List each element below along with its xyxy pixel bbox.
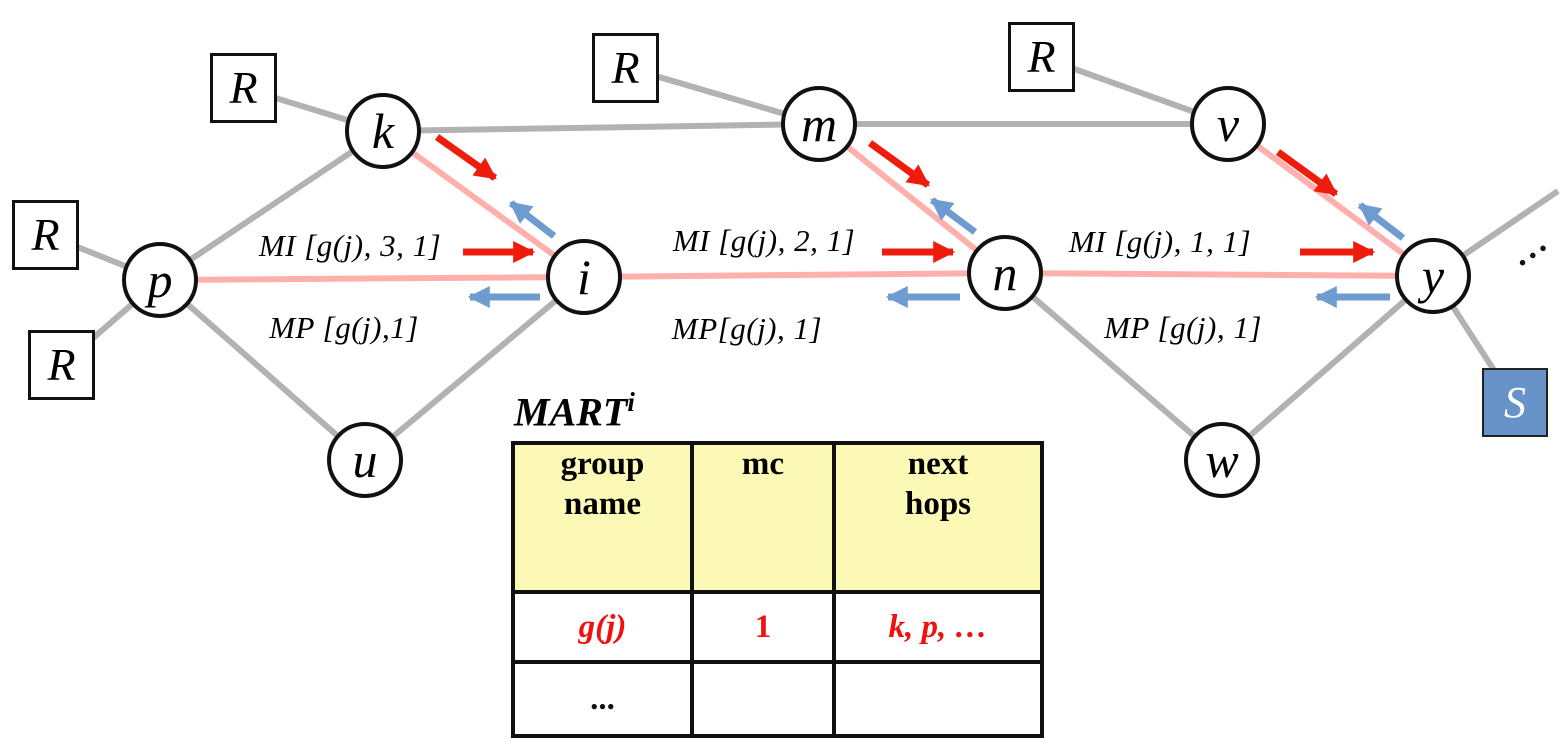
edge-p-u [158,277,367,463]
node-k-label: k [371,103,395,159]
node-p: p [122,242,198,318]
mp-arrows [467,197,1406,308]
mi-arrow-m-n [867,140,931,188]
header-next-hops: next hops [832,441,1044,594]
source-label: S [1504,377,1526,427]
source-box: S [1482,368,1548,437]
receiver-label: R [31,209,60,260]
edge-k-m [382,121,820,134]
mart-entry-row: g(j) 1 k, p, … [511,590,1044,664]
node-m: m [781,86,857,162]
mi-arrows [434,134,1376,263]
mp-label-i-n: MP[g(j), 1] [671,311,823,346]
header-group-name: group name [511,441,694,594]
mart-title-superscript: i [627,387,635,417]
mp-arrow-i-k [508,200,557,239]
cell-next-hops: k, p, … [832,590,1044,664]
edge-u-i [363,274,586,463]
receiver-box-2: R [12,200,79,270]
mart-ellipsis-row: ... [511,660,1044,738]
mart-header-row: group name mc next hops [511,441,1044,594]
mart-table-title: MARTi [514,387,635,435]
mi-label-n-y: MI [g(j), 1, 1] [1068,224,1252,259]
receiver-label: R [229,62,258,113]
node-u-label: u [352,432,378,488]
node-v: v [1190,86,1266,162]
receiver-label: R [611,42,640,93]
mart-table-grid: group name mc next hops g(j) 1 k, p, … .… [511,441,1044,738]
path-p-i [159,274,585,283]
node-n-label: n [992,245,1018,301]
edge-w-y [1220,273,1435,463]
node-n: n [967,235,1043,311]
node-i-label: i [577,249,591,305]
mi-label-i-n: MI [g(j), 2, 1] [672,223,856,258]
mart-title-text: MART [514,389,628,435]
edge-n-w [1003,270,1224,463]
header-mc: mc [690,441,836,594]
receiver-box-5: R [1008,22,1075,92]
node-k: k [345,93,421,169]
node-y: y [1395,238,1471,314]
path-v-y [1226,121,1435,279]
path-n-y [1004,270,1434,279]
multicast-path-links [159,121,1435,283]
node-v-label: v [1216,96,1240,152]
cell-ellipsis: ... [511,660,694,738]
node-w-label: w [1205,432,1239,488]
cell-group-name: g(j) [511,590,694,664]
node-y-label: y [1421,248,1445,304]
receiver-box-4: R [592,33,659,103]
node-i: i [546,239,622,315]
mi-arrow-v-y [1275,149,1339,197]
edge-p-k [158,128,385,283]
receiver-box-1: R [210,53,277,123]
receiver-box-3: R [28,330,95,400]
receiver-label: R [47,339,76,390]
mp-label-n-y: MP [g(j), 1] [1104,310,1262,345]
cell-mc: 1 [690,590,836,664]
path-m-n [817,121,1007,276]
mi-label-p-i: MI [g(j), 3, 1] [258,228,442,263]
receiver-label: R [1027,31,1056,82]
node-m-label: m [800,96,838,152]
cell-empty-mc [690,660,836,738]
mart-table: group name mc next hops g(j) 1 k, p, … .… [511,441,1044,738]
node-w: w [1184,422,1260,498]
cell-empty-next-hops [832,660,1044,738]
mp-arrow-n-m [929,197,978,235]
path-i-n [583,270,1006,280]
node-u: u [327,422,403,498]
mp-arrow-y-v [1357,202,1406,241]
node-p-label: p [147,252,173,308]
mp-label-p-i: MP [g(j),1] [269,310,419,345]
mi-arrow-k-i [434,134,498,181]
path-k-i [381,128,586,280]
